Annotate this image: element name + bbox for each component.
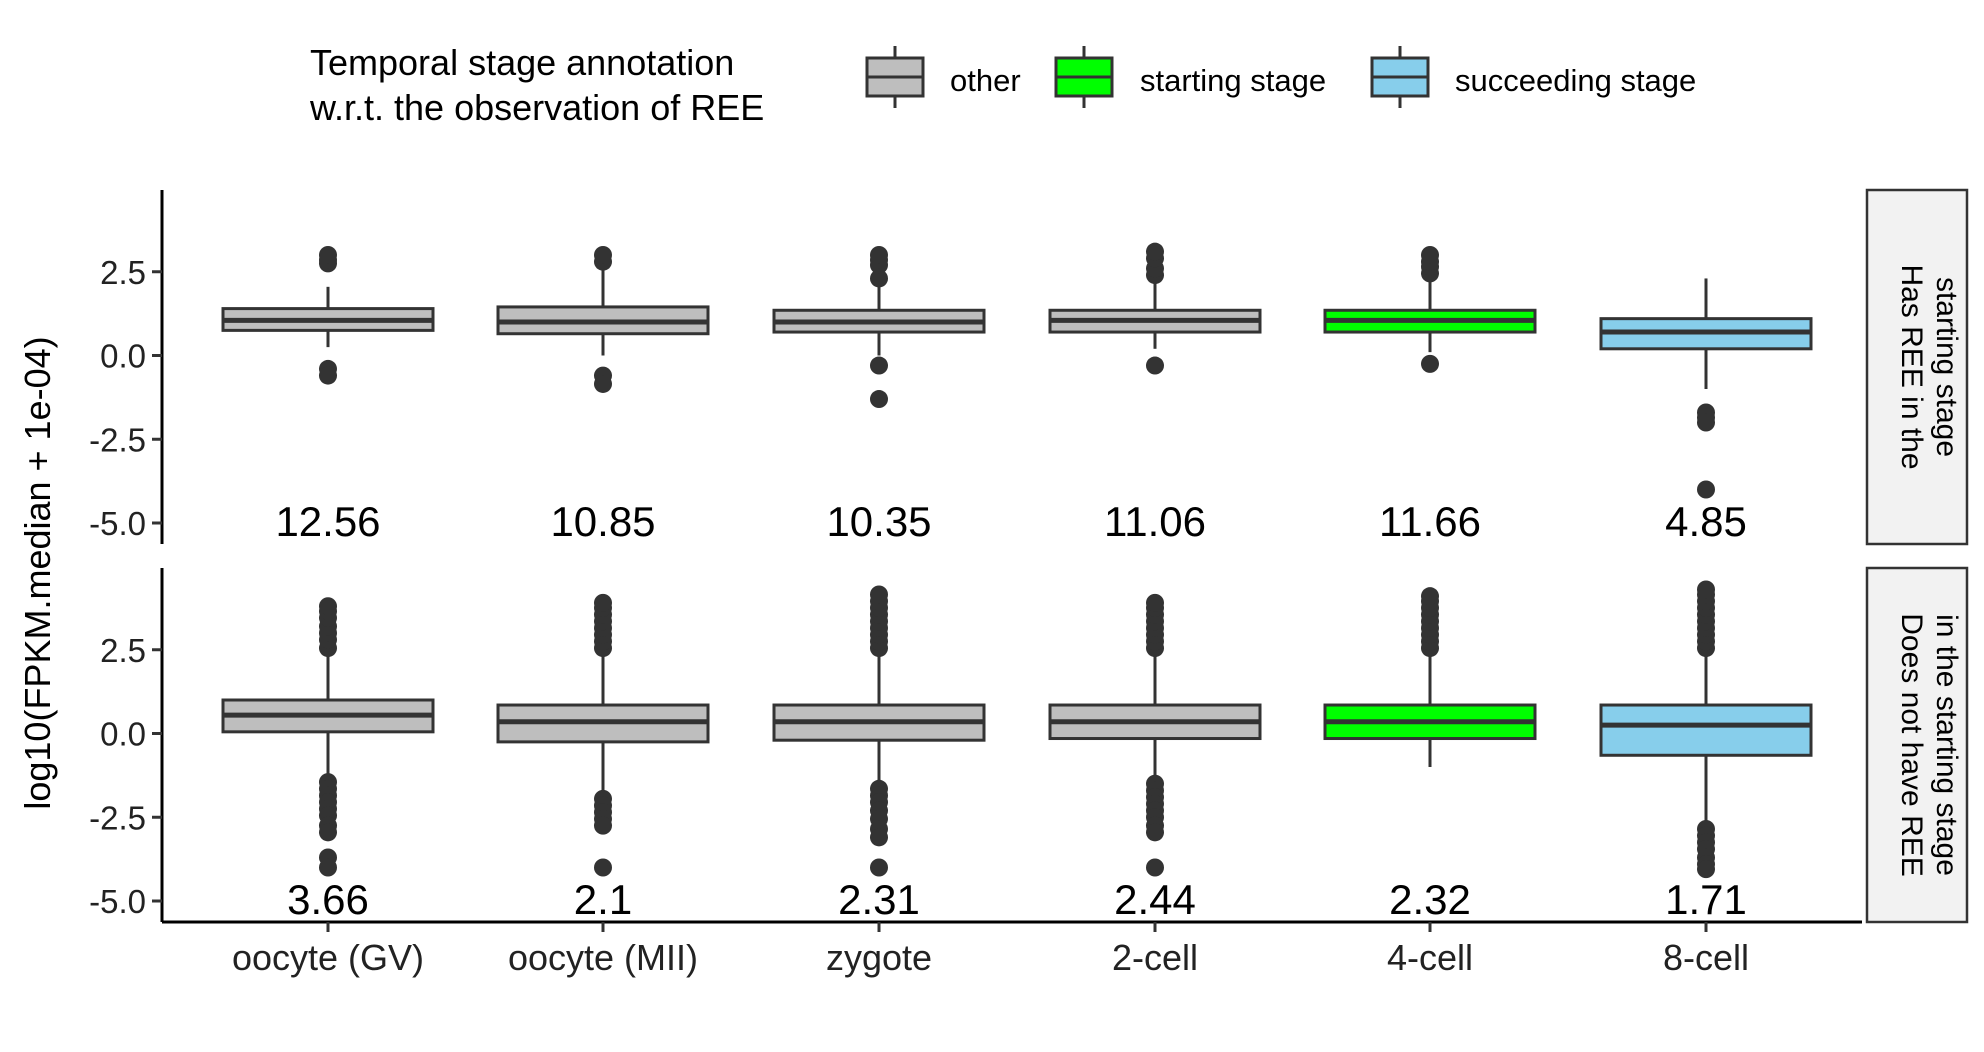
- x-tick-label: 4-cell: [1387, 937, 1473, 978]
- box-oocyte-gv: 12.56: [221, 246, 435, 545]
- outlier-point: [1146, 823, 1164, 842]
- facet-strip-bottom: Does not have REE in the starting stage: [1865, 566, 1969, 924]
- outlier-point: [594, 593, 612, 612]
- outlier-point: [594, 858, 612, 877]
- x-tick-label: 8-cell: [1663, 937, 1749, 978]
- facet-strip-bottom-line2: in the starting stage: [1930, 614, 1963, 876]
- legend-key-other: [865, 46, 925, 108]
- legend-label-succeeding-stage: succeeding stage: [1455, 63, 1696, 98]
- outlier-point: [1697, 480, 1715, 499]
- panel-no-ree: 2.5 0.0 -2.5 -5.0 3.66 2.1 2.31 2.44 2.32 1.71: [89, 568, 1813, 923]
- outlier-point: [594, 246, 612, 264]
- box-value-label: 2.1: [574, 876, 632, 923]
- facet-strip-top-bg: [1865, 188, 1969, 546]
- box-value-label: 11.06: [1104, 498, 1206, 545]
- y-tick-label: 0.0: [100, 716, 146, 753]
- facet-strip-bottom-line1: Does not have REE: [1895, 613, 1928, 876]
- outlier-point: [870, 585, 888, 604]
- x-axis: oocyte (GV) oocyte (MII) zygote 2-cell 4-cel…: [162, 920, 1862, 978]
- outlier-point: [1146, 593, 1164, 612]
- outlier-point: [870, 828, 888, 847]
- legend-label-starting-stage: starting stage: [1140, 63, 1326, 98]
- y-tick-label: 2.5: [100, 632, 146, 669]
- outlier-point: [319, 246, 337, 264]
- legend: Temporal stage annotation w.r.t. the obs…: [309, 42, 1696, 128]
- box-value-label: 2.44: [1114, 876, 1196, 923]
- legend-key-succeeding-stage: [1370, 46, 1430, 108]
- box-4-cell: 11.66: [1323, 246, 1537, 545]
- box-2-cell: 2.44: [1048, 593, 1262, 923]
- outlier-point: [1697, 580, 1715, 599]
- x-tick-label: zygote: [826, 937, 932, 978]
- box-zygote: 10.35: [772, 246, 986, 545]
- box-value-label: 10.85: [550, 498, 655, 545]
- x-tick-label: 2-cell: [1112, 937, 1198, 978]
- outlier-point: [594, 374, 612, 393]
- outlier-point: [1421, 587, 1439, 606]
- outlier-point: [870, 269, 888, 288]
- facet-strip-top-line1: Has REE in the: [1895, 264, 1928, 469]
- x-tick-label: oocyte (GV): [232, 937, 424, 978]
- y-tick-label: 0.0: [100, 338, 146, 375]
- box-value-label: 3.66: [287, 876, 369, 923]
- box-value-label: 2.31: [838, 876, 920, 923]
- outlier-point: [1697, 413, 1715, 432]
- x-tick-label: oocyte (MII): [508, 937, 698, 978]
- outlier-point: [1146, 356, 1164, 375]
- y-tick-label: -5.0: [89, 883, 146, 920]
- outlier-point: [1146, 858, 1164, 877]
- box-oocyte-gv: 3.66: [221, 597, 435, 923]
- outlier-point: [870, 246, 888, 264]
- legend-title-line2: w.r.t. the observation of REE: [309, 87, 764, 128]
- box-zygote: 2.31: [772, 585, 986, 923]
- outlier-point: [1421, 354, 1439, 373]
- y-tick-label: -2.5: [89, 421, 146, 458]
- outlier-point: [319, 858, 337, 877]
- box-8-cell: 1.71: [1599, 580, 1813, 923]
- legend-label-other: other: [950, 63, 1021, 98]
- box-oocyte-mii: 2.1: [496, 593, 710, 923]
- box-value-label: 12.56: [275, 498, 380, 545]
- outlier-point: [870, 390, 888, 409]
- facet-strip-top: Has REE in the starting stage: [1865, 188, 1969, 546]
- facet-strip-bottom-bg: [1865, 566, 1969, 924]
- outlier-point: [870, 858, 888, 877]
- box-4-cell: 2.32: [1323, 587, 1537, 923]
- y-axis-title: log10(FPKM.median + 1e-04): [17, 336, 58, 809]
- box-8-cell: 4.85: [1599, 278, 1813, 545]
- outlier-point: [319, 823, 337, 842]
- legend-keys: [865, 46, 1430, 108]
- outlier-point: [1421, 246, 1439, 264]
- outlier-point: [594, 816, 612, 835]
- legend-key-starting-stage: [1054, 46, 1114, 108]
- outlier-point: [1146, 242, 1164, 261]
- box-iqr: [1599, 703, 1813, 757]
- outlier-point: [1697, 860, 1715, 879]
- box-value-label: 4.85: [1665, 498, 1747, 545]
- y-tick-label: 2.5: [100, 254, 146, 291]
- box-value-label: 1.71: [1665, 876, 1747, 923]
- box-value-label: 2.32: [1389, 876, 1471, 923]
- outlier-point: [870, 356, 888, 375]
- legend-title-line1: Temporal stage annotation: [310, 42, 734, 83]
- box-2-cell: 11.06: [1048, 242, 1262, 545]
- facet-strip-top-line2: starting stage: [1930, 277, 1963, 457]
- y-tick-label: -2.5: [89, 799, 146, 836]
- outlier-point: [319, 597, 337, 616]
- box-oocyte-mii: 10.85: [496, 246, 710, 545]
- box-value-label: 11.66: [1379, 498, 1481, 545]
- panel-has-ree: 2.5 0.0 -2.5 -5.0 12.56 10.85 10.35 11.06 11.66 4…: [89, 190, 1813, 545]
- outlier-point: [319, 366, 337, 385]
- box-value-label: 10.35: [826, 498, 931, 545]
- y-tick-label: -5.0: [89, 505, 146, 542]
